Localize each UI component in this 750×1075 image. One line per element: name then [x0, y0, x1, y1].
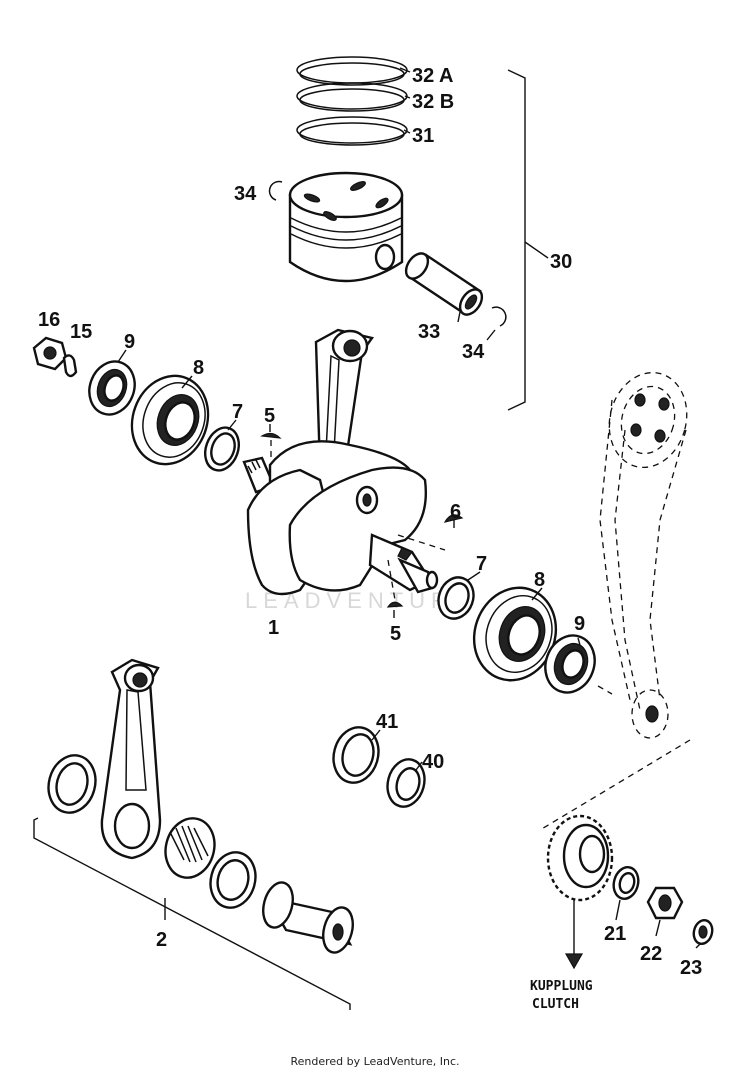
- group-bracket-30: [507, 69, 526, 411]
- clutch-gear: [546, 814, 614, 902]
- callout-6: 6: [450, 501, 461, 523]
- callout-32b: 32 B: [412, 91, 454, 113]
- bearing-8-left: [130, 374, 210, 466]
- woodruff-key-5-upper: [260, 432, 282, 439]
- lock-washer-15: [62, 354, 78, 378]
- piston: [288, 171, 404, 283]
- callout-31: 31: [412, 125, 434, 147]
- callout-labels: 32 A 32 B 31 34 30 33 34 16 15 9 8 7 5 6…: [38, 65, 702, 1012]
- clutch-label-en: CLUTCH: [532, 997, 579, 1012]
- oil-seal-9-left: [88, 360, 136, 416]
- callout-16: 16: [38, 309, 60, 331]
- callout-2: 2: [156, 929, 167, 951]
- bearing-8-right: [472, 586, 558, 682]
- callout-40: 40: [422, 751, 444, 773]
- group-bracket-2: [33, 817, 351, 1010]
- leader-lines: [117, 67, 701, 949]
- callout-1: 1: [268, 617, 279, 639]
- callout-41: 41: [376, 711, 398, 733]
- callout-30: 30: [550, 251, 572, 273]
- callout-33: 33: [418, 321, 440, 343]
- callout-23: 23: [680, 957, 702, 979]
- callout-8-left: 8: [193, 357, 204, 379]
- woodruff-key-5-lower: [386, 601, 404, 608]
- clutch-label-de: KUPPLUNG: [530, 979, 593, 994]
- nut-22: [646, 886, 684, 920]
- callout-34-lower: 34: [462, 341, 485, 363]
- circlip-34-upper: [268, 180, 283, 201]
- circlip-34-lower: [491, 306, 507, 327]
- callout-9-left: 9: [124, 331, 135, 353]
- render-credit: Rendered by LeadVenture, Inc.: [290, 1055, 460, 1068]
- callout-15: 15: [70, 321, 92, 343]
- shim-7-left: [203, 426, 241, 472]
- callout-5-lower: 5: [390, 623, 401, 645]
- clutch-arrow: [564, 900, 584, 970]
- oil-seal-9-right: [544, 634, 596, 694]
- crankshaft-assembly: [242, 328, 446, 601]
- seal-41: [332, 726, 380, 784]
- callout-21: 21: [604, 923, 626, 945]
- nut-16: [32, 336, 68, 371]
- callout-7-left: 7: [232, 401, 243, 423]
- callout-9-right: 9: [574, 613, 585, 635]
- callout-32a: 32 A: [412, 65, 454, 87]
- washer-21: [612, 866, 640, 900]
- callout-8-right: 8: [534, 569, 545, 591]
- bushing-40: [386, 758, 426, 808]
- woodruff-key-6: [443, 514, 464, 523]
- piston-pin: [404, 252, 484, 316]
- callout-5-upper: 5: [264, 405, 275, 427]
- callout-7-right: 7: [476, 553, 487, 575]
- shim-7-right: [437, 576, 475, 620]
- washer-23: [692, 918, 714, 946]
- primary-chain-drive: [597, 371, 688, 739]
- con-rod-kit: [47, 658, 354, 954]
- callout-22: 22: [640, 943, 662, 965]
- callout-34-upper: 34: [234, 183, 257, 205]
- piston-rings: [296, 56, 408, 146]
